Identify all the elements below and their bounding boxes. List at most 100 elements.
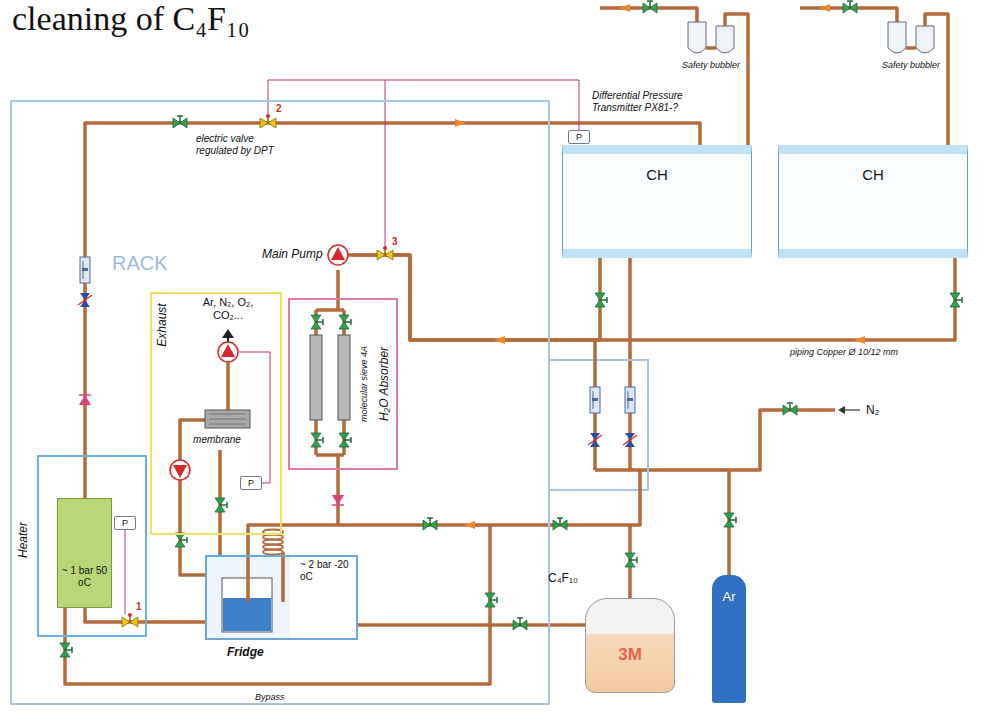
valves — [311, 315, 323, 329]
valves — [485, 593, 497, 607]
valves — [950, 293, 962, 307]
gas-cylinder: Ar — [712, 575, 746, 703]
valves — [377, 246, 393, 260]
instrument-label: Differential Pressure Transmitter PX81-? — [592, 90, 710, 114]
valves — [423, 518, 437, 530]
pipe-connector — [352, 255, 955, 340]
safety-bubbler-glass — [688, 22, 706, 53]
fridge: Fridge~ 2 bar -20 oC — [205, 555, 358, 640]
safety-bubbler-glass — [716, 26, 734, 53]
copper-pipes — [729, 410, 835, 470]
safety-bubbler: Safety bubbler — [880, 10, 970, 76]
molecular-sieve — [310, 335, 322, 420]
exhaust-pump — [218, 342, 238, 362]
gas-inlet-arrow — [838, 406, 845, 414]
valves — [78, 293, 92, 307]
main-pump: Main Pump — [262, 240, 352, 270]
pressure-sensor: P — [114, 516, 136, 530]
pipe-connector — [630, 258, 729, 575]
pressure-transmitter: P — [568, 130, 590, 144]
node-text: RACK — [112, 252, 168, 275]
valves — [595, 293, 607, 307]
valves — [339, 433, 351, 447]
valves — [122, 613, 138, 627]
valves — [783, 403, 797, 415]
exhaust-region: Exhaust membraneP — [150, 292, 282, 535]
node-text: Exhaust — [155, 303, 169, 346]
node-text: P — [115, 517, 135, 529]
valves — [625, 387, 635, 413]
rack-region: RACK Heater ~ 1 bar 50 oC P Exhaust membraneP… — [10, 100, 550, 705]
valves — [60, 643, 72, 657]
gas-inlet-arrow — [838, 406, 860, 414]
node-text: P — [569, 131, 589, 143]
fridge-drawing — [263, 550, 283, 555]
signal-lines — [239, 352, 270, 483]
copper-pipes — [65, 8, 948, 684]
node-text: membrane — [186, 434, 248, 445]
pipe-label: Bypass — [255, 692, 285, 702]
copper-pipes — [338, 470, 640, 525]
exhaust-gas-label: Ar, N₂, O₂, CO₂... — [190, 296, 266, 322]
flow-arrows — [455, 119, 466, 127]
callout-number: 2 — [276, 103, 282, 114]
pipe-connector — [946, 76, 950, 145]
pipe-connector — [85, 608, 205, 622]
valves — [173, 116, 187, 128]
flow-arrows — [455, 4, 865, 529]
node-text: P — [241, 477, 261, 489]
flow-arrows — [854, 336, 865, 344]
valves — [625, 553, 637, 567]
gas-inlet-arrow — [843, 409, 860, 410]
valves — [260, 114, 276, 128]
safety-bubbler: Safety bubbler — [680, 10, 770, 76]
safety-bubbler-glass — [888, 22, 906, 53]
signal-lines — [125, 530, 126, 614]
valves — [553, 518, 567, 530]
node-text: Ar — [712, 589, 746, 604]
exhaust-vent — [222, 329, 234, 338]
membrane-label: membrane — [186, 434, 248, 450]
heater-region: Heater~ 1 bar 50 oCP — [37, 455, 147, 637]
node-text: ~ 1 bar 50 oC — [58, 565, 111, 589]
valves — [513, 618, 527, 630]
piping-note: piping Copper Ø 10/12 mm — [790, 347, 898, 357]
fridge-drawing — [207, 530, 290, 639]
fridge-drawing — [248, 552, 283, 602]
valves — [643, 1, 657, 13]
safety-bubbler-glass — [688, 22, 934, 53]
node-text: C₄F₁₀ — [548, 571, 578, 585]
flow-arrows — [619, 4, 630, 12]
node-note: ~ 2 bar -20 oC — [300, 559, 352, 583]
valves — [843, 1, 857, 13]
chamber-box: CH — [778, 145, 968, 258]
valves — [623, 433, 637, 447]
node-text: Heater — [16, 522, 30, 558]
gas-bottle: C₄F₁₀3M — [585, 598, 675, 693]
node-text: CH — [563, 166, 751, 183]
node-text: Safety bubbler — [882, 60, 970, 71]
fridge-drawing — [223, 598, 271, 631]
molecular-sieve — [338, 335, 350, 420]
pipe-connector — [746, 76, 750, 145]
valves — [80, 257, 90, 283]
sieve-label: molecular sieve 4A — [359, 346, 369, 422]
callout-number: 3 — [392, 236, 398, 247]
heater-vessel: ~ 1 bar 50 oC — [57, 498, 112, 608]
main-pump-symbol — [328, 245, 348, 265]
valves — [339, 315, 351, 329]
node-text: Fridge — [227, 645, 264, 659]
node-note: 3M — [586, 599, 674, 665]
chamber-box: CH — [562, 145, 752, 258]
flow-arrows — [464, 521, 475, 529]
pressure-sensor: P — [240, 476, 262, 490]
flow-arrows — [494, 336, 505, 344]
valve-note: electric valve regulated by DPT — [196, 133, 296, 157]
valves — [175, 533, 187, 547]
gas-label: N₂ — [866, 403, 879, 417]
safety-bubbler-glass — [916, 26, 934, 53]
pipe-connector — [336, 270, 340, 298]
valves — [588, 433, 602, 447]
valves — [590, 387, 600, 413]
